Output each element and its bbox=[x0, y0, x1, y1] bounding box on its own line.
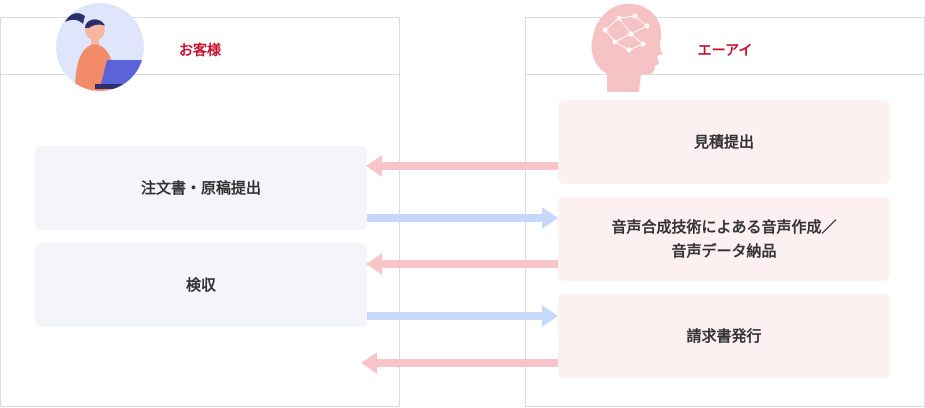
customer-step-label: 検収 bbox=[185, 276, 216, 294]
customer-title: お客様 bbox=[179, 43, 221, 59]
customer-step-order-submit: 注文書・原稿提出 bbox=[35, 146, 367, 230]
arrow-left-3 bbox=[361, 352, 558, 374]
ai-step-label: 見積提出 bbox=[693, 133, 754, 151]
ai-brain-head-icon bbox=[591, 3, 663, 92]
arrow-right-1 bbox=[367, 207, 558, 229]
customer-step-label: 注文書・原稿提出 bbox=[140, 179, 261, 197]
ai-step-invoice: 請求書発行 bbox=[558, 294, 890, 378]
ai-title: エーアイ bbox=[697, 43, 753, 59]
customer-step-acceptance: 検収 bbox=[35, 243, 367, 327]
ai-step-estimate: 見積提出 bbox=[558, 100, 890, 184]
arrow-left-2 bbox=[366, 253, 558, 275]
arrow-left-1 bbox=[366, 155, 558, 177]
customer-panel-header: お客様 bbox=[1, 18, 399, 75]
ai-step-label: 請求書発行 bbox=[686, 327, 762, 345]
arrow-right-2 bbox=[367, 305, 558, 327]
customer-laptop-icon bbox=[56, 3, 144, 91]
ai-panel-header: エーアイ bbox=[526, 18, 924, 75]
ai-step-label: 音声合成技術によある音声作成／ 音声データ納品 bbox=[611, 218, 837, 260]
ai-step-voice-production: 音声合成技術によある音声作成／ 音声データ納品 bbox=[558, 197, 890, 281]
